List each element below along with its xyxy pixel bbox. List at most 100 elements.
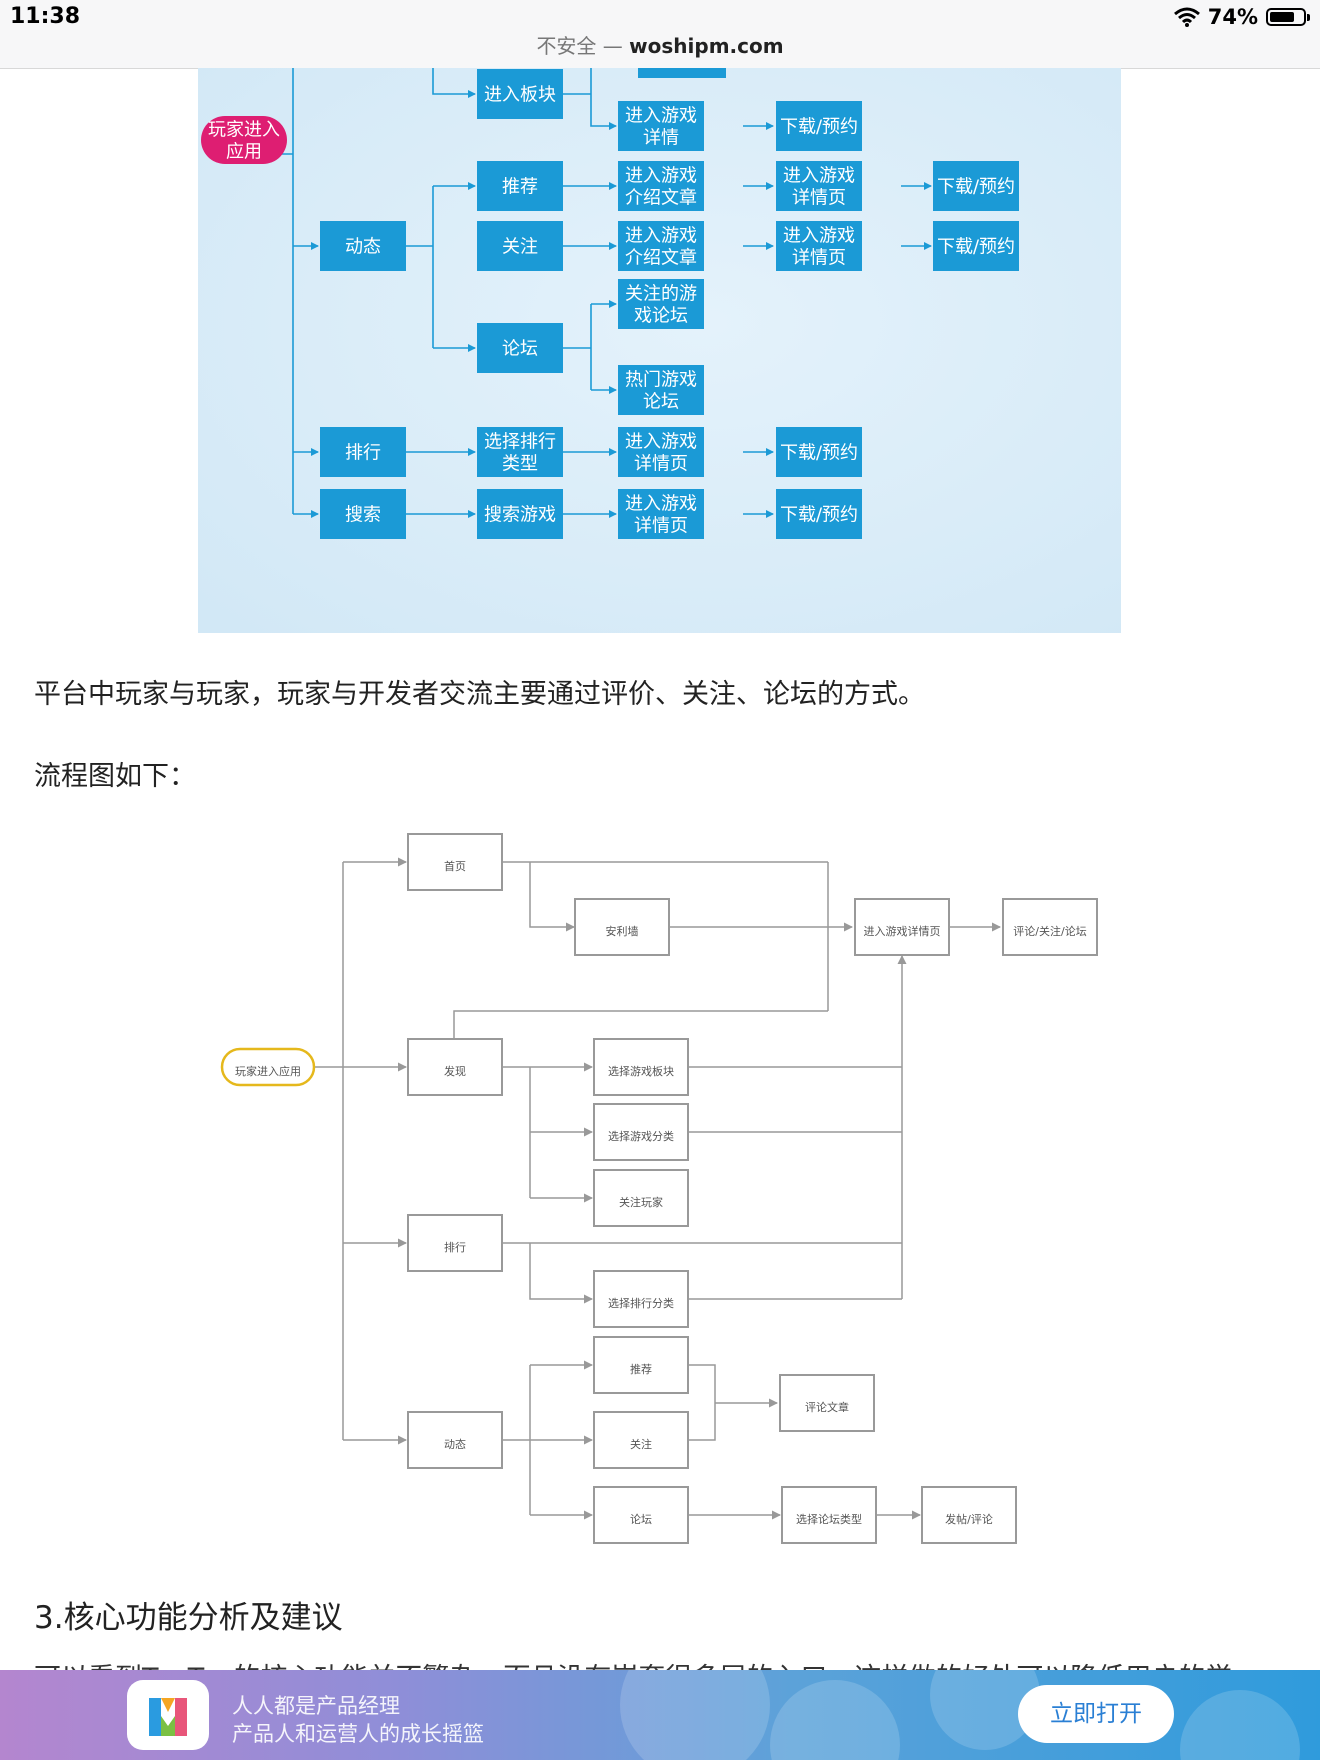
- svg-text:进入游戏详情页: 进入游戏详情页: [783, 225, 855, 268]
- svg-text:关注: 关注: [502, 236, 538, 257]
- svg-text:进入游戏详情页: 进入游戏详情页: [783, 165, 855, 208]
- node-paihang: 排行: [320, 427, 406, 477]
- node-detail-page-tuijian: 进入游戏详情页: [776, 161, 862, 211]
- node-enter-block: 进入板块: [477, 69, 563, 119]
- banner-title: 人人都是产品经理: [232, 1694, 400, 1718]
- url-insecure-label: 不安全 —: [536, 34, 630, 58]
- node-comment-article: 评论文章: [779, 1374, 875, 1432]
- node-forum: 论坛: [593, 1486, 689, 1544]
- node-select-rank-category: 选择排行分类: [593, 1270, 689, 1328]
- node-detail-page-rank: 进入游戏详情页: [618, 427, 704, 477]
- svg-text:选择游戏板块: 选择游戏板块: [608, 1064, 674, 1078]
- node-detail-page-search: 进入游戏详情页: [618, 489, 704, 539]
- flowchart-app-entry: 玩家进入应用 动态 排行 搜索 进入板块 推荐 关注 论坛 选择排行类型 搜索游…: [198, 68, 1121, 633]
- svg-text:进入游戏详情: 进入游戏详情: [625, 105, 697, 148]
- svg-text:推荐: 推荐: [502, 176, 538, 197]
- svg-text:选择论坛类型: 选择论坛类型: [796, 1512, 862, 1526]
- app-promo-banner[interactable]: 人人都是产品经理 产品人和运营人的成长摇篮 立即打开: [0, 1670, 1320, 1760]
- svg-text:评论/关注/论坛: 评论/关注/论坛: [1013, 924, 1086, 938]
- node-game-detail: 进入游戏详情: [618, 101, 704, 151]
- node-select-block: 选择游戏板块: [593, 1038, 689, 1096]
- wifi-icon: [1173, 7, 1200, 27]
- node-download-rank: 下载/预约: [776, 427, 862, 477]
- node-home: 首页: [407, 833, 503, 891]
- node-download-tuijian: 下载/预约: [933, 161, 1019, 211]
- svg-text:下载/预约: 下载/预约: [780, 116, 858, 137]
- node-review-follow-forum: 评论/关注/论坛: [1002, 898, 1098, 956]
- node-dongtai: 动态: [320, 221, 406, 271]
- node-start: 玩家进入应用: [220, 1047, 316, 1087]
- svg-text:进入游戏介绍文章: 进入游戏介绍文章: [625, 225, 697, 268]
- svg-text:下载/预约: 下载/预约: [780, 504, 858, 525]
- status-bar: 11:38 74%: [0, 0, 1320, 34]
- node-rank: 排行: [407, 1214, 503, 1272]
- svg-text:下载/预约: 下载/预约: [937, 236, 1015, 257]
- node-select-category: 选择游戏分类: [593, 1103, 689, 1161]
- open-app-button[interactable]: 立即打开: [1018, 1685, 1174, 1743]
- status-time: 11:38: [10, 4, 81, 29]
- svg-text:下载/预约: 下载/预约: [937, 176, 1015, 197]
- paragraph-communication: 平台中玩家与玩家，玩家与开发者交流主要通过评价、关注、论坛的方式。: [34, 679, 925, 710]
- node-select-rank-type: 选择排行类型: [477, 427, 563, 477]
- svg-text:选择排行类型: 选择排行类型: [484, 431, 556, 474]
- svg-text:关注玩家: 关注玩家: [619, 1195, 663, 1209]
- node-select-forum-type: 选择论坛类型: [781, 1486, 877, 1544]
- svg-text:发帖/评论: 发帖/评论: [945, 1512, 993, 1526]
- section-title: 3.核心功能分析及建议: [34, 1600, 343, 1636]
- battery-cap: [1307, 14, 1310, 21]
- svg-text:选择游戏分类: 选择游戏分类: [608, 1129, 674, 1143]
- node-dynamic: 动态: [407, 1411, 503, 1469]
- svg-text:发现: 发现: [444, 1064, 466, 1078]
- node-game-detail-page: 进入游戏详情页: [854, 898, 950, 956]
- svg-text:下载/预约: 下载/预约: [780, 442, 858, 463]
- m-logo-icon: [149, 1698, 187, 1736]
- svg-text:热门游戏论坛: 热门游戏论坛: [625, 369, 697, 412]
- svg-text:论坛: 论坛: [630, 1512, 652, 1526]
- node-follow-player: 关注玩家: [593, 1169, 689, 1227]
- node-root-label: 玩家进入应用: [208, 119, 280, 162]
- svg-text:关注的游戏论坛: 关注的游戏论坛: [625, 283, 697, 326]
- svg-text:动态: 动态: [444, 1438, 466, 1451]
- app-logo-icon[interactable]: [127, 1680, 209, 1750]
- status-right: 74%: [1173, 4, 1310, 30]
- battery-icon: [1266, 8, 1310, 26]
- svg-text:论坛: 论坛: [502, 338, 538, 359]
- svg-text:首页: 首页: [444, 859, 466, 873]
- flowchart-background: [198, 68, 1121, 633]
- flowchart-connectors: [270, 68, 932, 518]
- node-download-guanzhu: 下载/预约: [933, 221, 1019, 271]
- banner-subtitle: 产品人和运营人的成长摇篮: [232, 1722, 484, 1746]
- svg-text:排行: 排行: [444, 1240, 466, 1254]
- svg-text:进入游戏详情页: 进入游戏详情页: [625, 431, 697, 474]
- cut-off-node: [638, 68, 726, 78]
- svg-text:进入游戏介绍文章: 进入游戏介绍文章: [625, 165, 697, 208]
- node-post-comment: 发帖/评论: [921, 1486, 1017, 1544]
- paragraph-flowchart-intro: 流程图如下：: [34, 761, 196, 792]
- node-search-game: 搜索游戏: [477, 489, 563, 539]
- svg-text:进入游戏详情页: 进入游戏详情页: [625, 493, 697, 536]
- svg-text:排行: 排行: [345, 442, 381, 463]
- node-follow: 关注: [593, 1411, 689, 1469]
- node-guanzhu: 关注: [477, 221, 563, 271]
- node-hot-forum: 热门游戏论坛: [618, 365, 704, 415]
- node-recommend: 推荐: [593, 1336, 689, 1394]
- svg-text:搜索: 搜索: [345, 504, 381, 525]
- node-download-search: 下载/预约: [776, 489, 862, 539]
- svg-text:关注: 关注: [630, 1437, 652, 1451]
- svg-text:推荐: 推荐: [630, 1362, 652, 1376]
- node-sousuo: 搜索: [320, 489, 406, 539]
- svg-text:搜索游戏: 搜索游戏: [484, 504, 556, 525]
- node-root: 玩家进入应用: [201, 116, 287, 164]
- node-tuijian: 推荐: [477, 161, 563, 211]
- battery-fill: [1270, 12, 1294, 22]
- node-followed-forum: 关注的游戏论坛: [618, 279, 704, 329]
- node-anli: 安利墙: [574, 898, 670, 956]
- node-game-intro-1: 进入游戏介绍文章: [618, 161, 704, 211]
- node-download-1: 下载/预约: [776, 101, 862, 151]
- url-bar[interactable]: 不安全 — woshipm.com: [0, 34, 1320, 69]
- url-domain: woshipm.com: [629, 34, 784, 58]
- node-detail-page-guanzhu: 进入游戏详情页: [776, 221, 862, 271]
- flowchart-interaction: 玩家进入应用 首页 安利墙 进入游戏详情页 评论/关注/论坛 发现 选择游戏板块…: [220, 833, 1098, 1544]
- battery-percent: 74%: [1207, 5, 1258, 29]
- svg-text:动态: 动态: [345, 236, 381, 257]
